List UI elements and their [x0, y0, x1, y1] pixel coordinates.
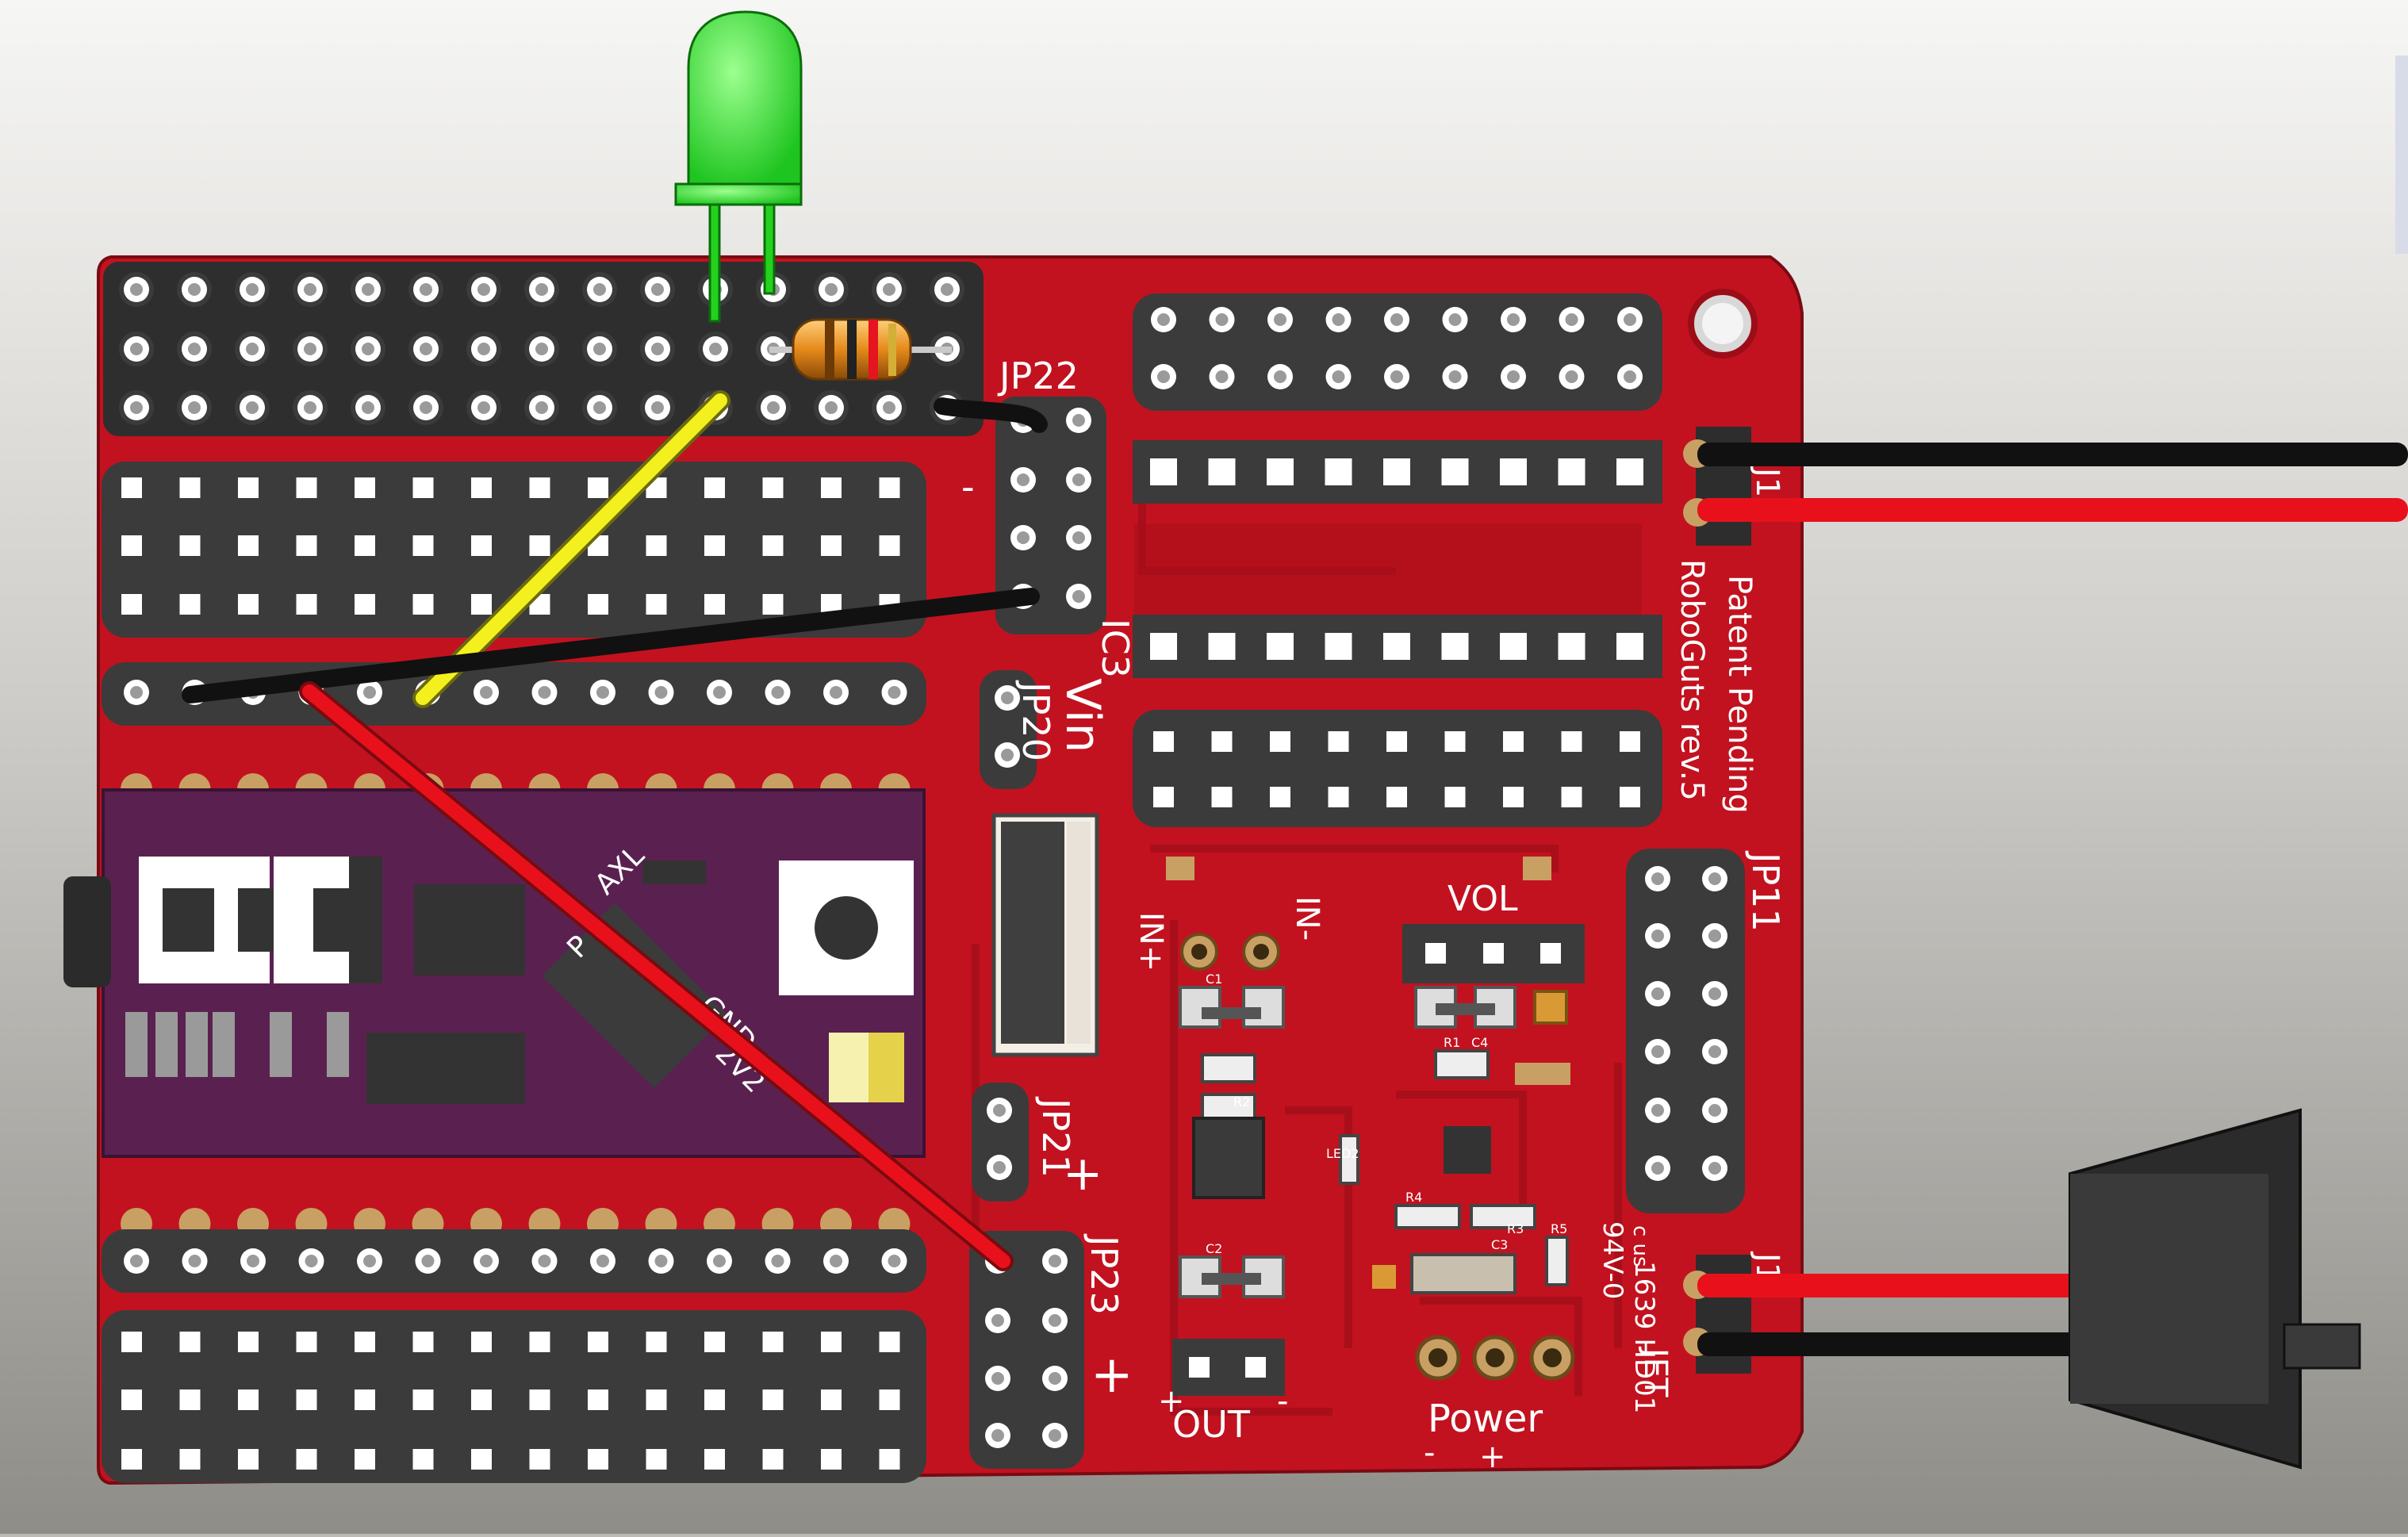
- label-jp11: JP11: [1744, 850, 1787, 932]
- label-led2: LED2: [1326, 1146, 1359, 1161]
- resistor-icon[interactable]: [769, 318, 952, 381]
- label-r3: R3: [1507, 1221, 1524, 1236]
- label-j1-top: J1: [1749, 466, 1785, 497]
- label-power-minus: -: [1424, 1435, 1435, 1471]
- header-top-right: [1133, 293, 1662, 411]
- label-c4: C4: [1471, 1035, 1488, 1050]
- label-ic3: IC3: [1094, 619, 1137, 678]
- wire-black-right-bottom: [1697, 1332, 2094, 1356]
- out-header: [1172, 1339, 1285, 1396]
- label-jp23: JP23: [1083, 1233, 1125, 1315]
- label-c3: C3: [1491, 1237, 1508, 1252]
- label-r1: R1: [1444, 1035, 1460, 1050]
- led-icon[interactable]: [674, 10, 803, 323]
- ic3-socket: [1133, 440, 1662, 678]
- label-jp22: JP22: [997, 355, 1079, 397]
- label-out-plus: +: [1158, 1383, 1185, 1420]
- label-jp20: JP20: [1014, 680, 1057, 761]
- jumper-wires: [182, 390, 2408, 1356]
- board-cert: 94V-0: [1597, 1221, 1628, 1299]
- amp-chip: [1192, 1117, 1265, 1199]
- label-power: Power: [1428, 1397, 1543, 1441]
- board-name: RoboGuts rev.5: [1674, 559, 1710, 801]
- label-in-plus: IN+: [1133, 912, 1169, 972]
- vol-header: [1402, 924, 1585, 983]
- label-r4: R4: [1405, 1190, 1422, 1205]
- board-code: 1639 HD01: [1628, 1261, 1660, 1413]
- label-jp22-minus: -: [961, 466, 975, 508]
- ul-mark: c us: [1628, 1225, 1652, 1267]
- label-r5: R5: [1551, 1221, 1567, 1236]
- label-power-plus: +: [1479, 1439, 1506, 1475]
- label-out-minus: -: [1277, 1383, 1288, 1420]
- board-brand: JET: [1637, 1346, 1674, 1397]
- smd-components: [1166, 857, 1575, 1381]
- label-r2: R2: [1233, 1094, 1250, 1110]
- header-middle-right: [1133, 710, 1662, 827]
- label-out: OUT: [1172, 1403, 1251, 1446]
- label-jp21: JP21: [1034, 1096, 1077, 1178]
- label-vol: VOL: [1447, 879, 1518, 919]
- jp11-header: [1626, 849, 1745, 1213]
- label-jp23-plus: +: [1091, 1346, 1133, 1405]
- wire-red-right-bottom: [1697, 1274, 2094, 1297]
- audio-jack-icon: [63, 876, 111, 987]
- wire-black-diagonal: [182, 588, 1040, 703]
- label-vin: Vin: [1055, 678, 1110, 753]
- wire-black-jp22: [934, 397, 1048, 433]
- label-jp21-plus: +: [1063, 1146, 1102, 1202]
- window-toolbar-edge: [2395, 56, 2408, 254]
- power-switch-plug[interactable]: [2069, 1108, 2361, 1470]
- wire-black-right-top: [1697, 443, 2408, 466]
- label-c1: C1: [1206, 972, 1222, 987]
- label-in-minus: IN-: [1289, 896, 1325, 941]
- patent-pending: Patent Pending: [1721, 575, 1758, 814]
- wire-red-right-top: [1697, 498, 2408, 522]
- slide-switch-icon[interactable]: [991, 813, 1099, 1057]
- label-c2: C2: [1206, 1241, 1222, 1256]
